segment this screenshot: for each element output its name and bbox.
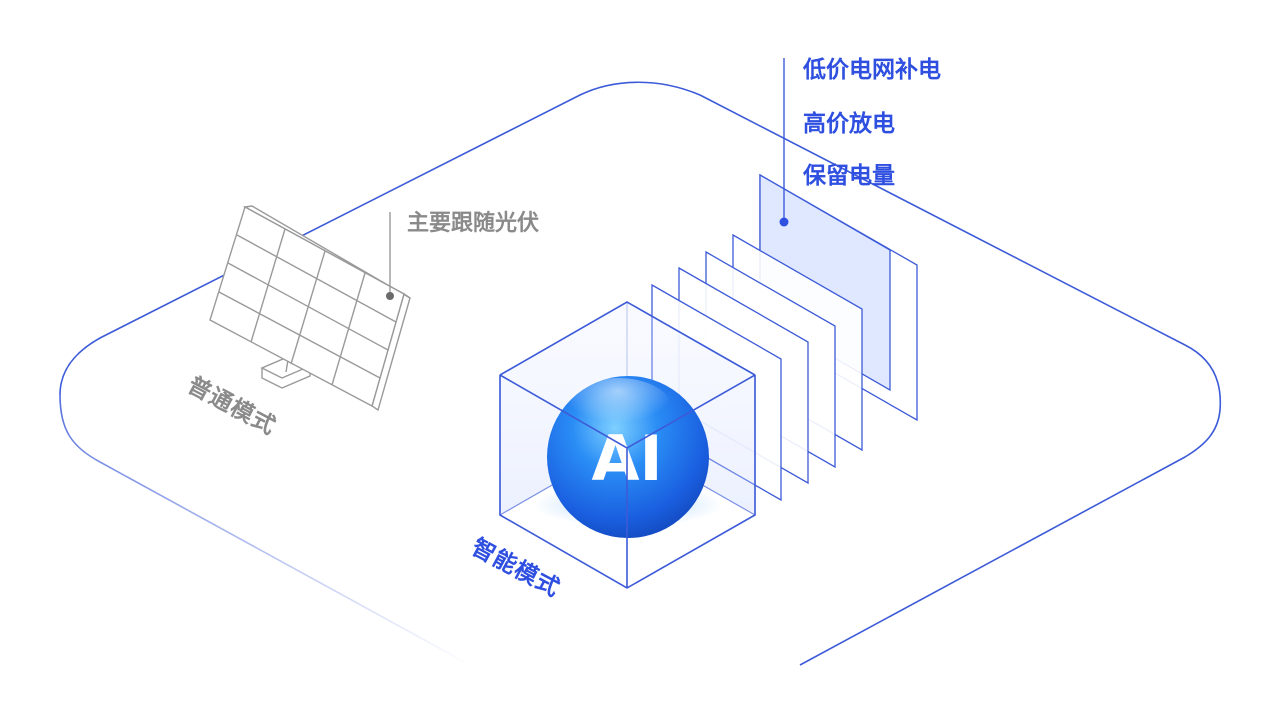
options-callout: [779, 58, 789, 227]
solar-grid-line: [290, 250, 326, 365]
cube-top-rim: [499, 301, 756, 376]
solar-grid-line: [331, 272, 366, 386]
ai-cube: AI: [499, 301, 756, 589]
platform: [59, 81, 1222, 666]
solar-callout-text: 主要跟随光伏: [407, 210, 539, 235]
platform-front-left-edge: [59, 394, 471, 666]
solar-callout: 主要跟随光伏: [386, 210, 539, 300]
cube-front: [499, 374, 756, 589]
ai-sphere-shine: [563, 378, 673, 442]
option-grid-charge: 低价电网补电: [802, 56, 941, 82]
option-reserve-capacity: 保留电量: [802, 162, 895, 188]
smart-options: 低价电网补电 高价放电 保留电量: [802, 56, 941, 188]
platform-top-outline: [59, 81, 1222, 666]
solar-panel: [209, 205, 411, 412]
normal-mode-label: 普通模式: [184, 371, 281, 439]
options-callout-dot: [779, 217, 789, 227]
solar-callout-dot: [386, 292, 394, 300]
option-peak-discharge: 高价放电: [803, 110, 895, 136]
solar-grid-line: [250, 228, 286, 343]
